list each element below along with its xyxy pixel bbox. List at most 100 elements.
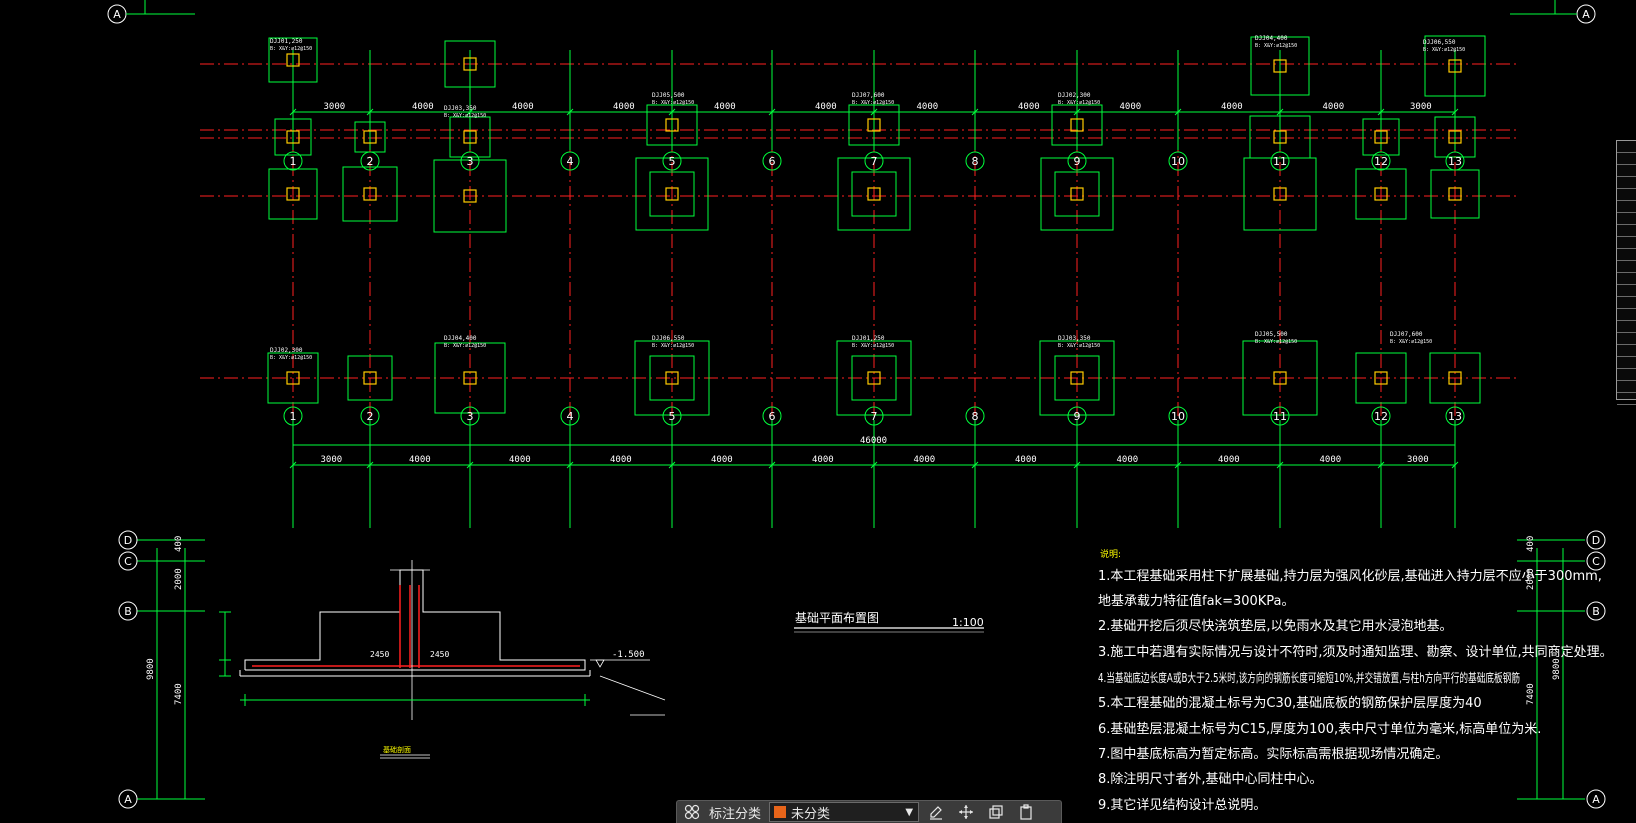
section-elevation: -1.500 bbox=[612, 650, 645, 660]
footing-rebar: B: X&Y:⌀12@150 bbox=[1058, 343, 1100, 349]
grid-bubble-label: 5 bbox=[669, 410, 676, 423]
column-outline bbox=[1273, 59, 1287, 73]
properties-row bbox=[1617, 309, 1636, 321]
column-outline bbox=[665, 371, 679, 385]
paste-icon[interactable] bbox=[1013, 803, 1039, 821]
pedestal-outline bbox=[1054, 355, 1100, 401]
move-icon[interactable] bbox=[953, 803, 979, 821]
grid-bubble bbox=[1270, 151, 1290, 171]
dimension-tick bbox=[668, 108, 676, 116]
properties-row bbox=[1617, 381, 1636, 393]
row-bubble bbox=[1586, 551, 1606, 571]
footing-outline bbox=[347, 355, 393, 401]
grid-bubble bbox=[662, 406, 682, 426]
row-bubble bbox=[118, 530, 138, 550]
column-outline bbox=[1448, 371, 1462, 385]
grid-bubble bbox=[560, 151, 580, 171]
footing-outline bbox=[646, 104, 698, 146]
pedestal-outline bbox=[649, 171, 695, 217]
footing-rebar: B: X&Y:⌀12@150 bbox=[444, 343, 486, 349]
grid-bubble-label: 11 bbox=[1273, 410, 1287, 423]
dimension-tick bbox=[289, 108, 297, 116]
dimension-tick bbox=[1174, 461, 1182, 469]
row-bubble bbox=[118, 601, 138, 621]
grid-bubble-label: 7 bbox=[871, 155, 878, 168]
grid-bubble-label: 8 bbox=[972, 155, 979, 168]
note-line: 2.基础开挖后须尽快浇筑垫层,以免雨水及其它用水浸泡地基。 bbox=[1098, 618, 1453, 634]
side-dimension-label: 400 bbox=[174, 536, 184, 552]
column-outline bbox=[286, 53, 300, 67]
dimension-tick bbox=[1451, 108, 1459, 116]
annotation-category-label: 标注分类 bbox=[709, 806, 762, 822]
properties-row bbox=[1617, 333, 1636, 345]
footing-outline bbox=[434, 342, 506, 414]
grid-bubble bbox=[965, 406, 985, 426]
footing-rebar: B: X&Y:⌀12@150 bbox=[652, 343, 694, 349]
column-outline bbox=[1070, 371, 1084, 385]
edit-icon[interactable] bbox=[923, 803, 949, 821]
grid-bubble-label: 11 bbox=[1273, 155, 1287, 168]
properties-row bbox=[1617, 189, 1636, 201]
grid-bubble-label: 13 bbox=[1448, 155, 1462, 168]
footing-rebar: B: X&Y:⌀12@150 bbox=[444, 113, 486, 119]
footing-tag: DJJ02,300 bbox=[270, 347, 303, 354]
span-label: 4000 bbox=[610, 455, 632, 465]
dimension-tick bbox=[366, 108, 374, 116]
category-select[interactable]: 未分类 ▼ bbox=[769, 802, 920, 822]
dimension-tick bbox=[870, 108, 878, 116]
dimension-tick bbox=[1174, 108, 1182, 116]
section-label: 基础剖面 bbox=[383, 745, 411, 754]
pedestal-outline bbox=[649, 355, 695, 401]
span-label: 4000 bbox=[1117, 455, 1139, 465]
footing-tag: DJJ04,400 bbox=[444, 335, 477, 342]
side-dimension-label: 9800 bbox=[146, 658, 156, 680]
row-bubble-label: A bbox=[1582, 8, 1590, 21]
column-outline bbox=[286, 130, 300, 144]
grid-bubble-label: 2 bbox=[367, 155, 374, 168]
footing-tag: DJJ06,550 bbox=[1423, 39, 1456, 46]
dimension-tick bbox=[668, 461, 676, 469]
grid-bubble-label: 1 bbox=[290, 155, 297, 168]
side-dimension-label: 400 bbox=[1526, 536, 1536, 552]
properties-row bbox=[1617, 213, 1636, 225]
grid-bubble-label: 2 bbox=[367, 410, 374, 423]
footing-outline bbox=[342, 166, 398, 222]
properties-row bbox=[1617, 141, 1636, 153]
column-outline bbox=[1374, 130, 1388, 144]
dimension-tick bbox=[1451, 461, 1459, 469]
footing-tag: DJJ01,250 bbox=[852, 335, 885, 342]
dimension-tick bbox=[289, 461, 297, 469]
row-bubble-label: A bbox=[113, 8, 121, 21]
properties-row bbox=[1617, 165, 1636, 177]
grid-bubble bbox=[1371, 151, 1391, 171]
footing-tag: DJJ05,500 bbox=[652, 92, 685, 99]
properties-row bbox=[1617, 369, 1636, 381]
grid-bubble bbox=[762, 151, 782, 171]
properties-row bbox=[1617, 201, 1636, 213]
span-label: 4000 bbox=[613, 102, 635, 112]
span-label: 4000 bbox=[1320, 455, 1342, 465]
dimension-tick bbox=[1276, 461, 1284, 469]
footing-outline bbox=[268, 168, 318, 220]
grid-icon[interactable] bbox=[681, 803, 703, 821]
span-label: 4000 bbox=[1323, 102, 1345, 112]
dimension-tick bbox=[870, 461, 878, 469]
footing-outline bbox=[449, 116, 491, 158]
footing-rebar: B: X&Y:⌀12@150 bbox=[1058, 100, 1100, 106]
column-outline bbox=[1070, 187, 1084, 201]
row-bubble-label: B bbox=[124, 605, 132, 618]
column-outline bbox=[1374, 187, 1388, 201]
properties-panel[interactable] bbox=[1616, 140, 1636, 405]
note-line: 6.基础垫层混凝土标号为C15,厚度为100,表中尺寸单位为毫米,标高单位为米. bbox=[1098, 721, 1541, 737]
span-label: 4000 bbox=[509, 455, 531, 465]
grid-bubble-label: 7 bbox=[871, 410, 878, 423]
grid-bubble bbox=[1445, 151, 1465, 171]
column-outline bbox=[665, 187, 679, 201]
side-dimension-label: 7400 bbox=[1526, 683, 1536, 705]
span-label: 4000 bbox=[1018, 102, 1040, 112]
copy-icon[interactable] bbox=[983, 803, 1009, 821]
span-label: 4000 bbox=[409, 455, 431, 465]
footing-outline bbox=[836, 340, 912, 416]
footing-tag: DJJ02,300 bbox=[1058, 92, 1091, 99]
